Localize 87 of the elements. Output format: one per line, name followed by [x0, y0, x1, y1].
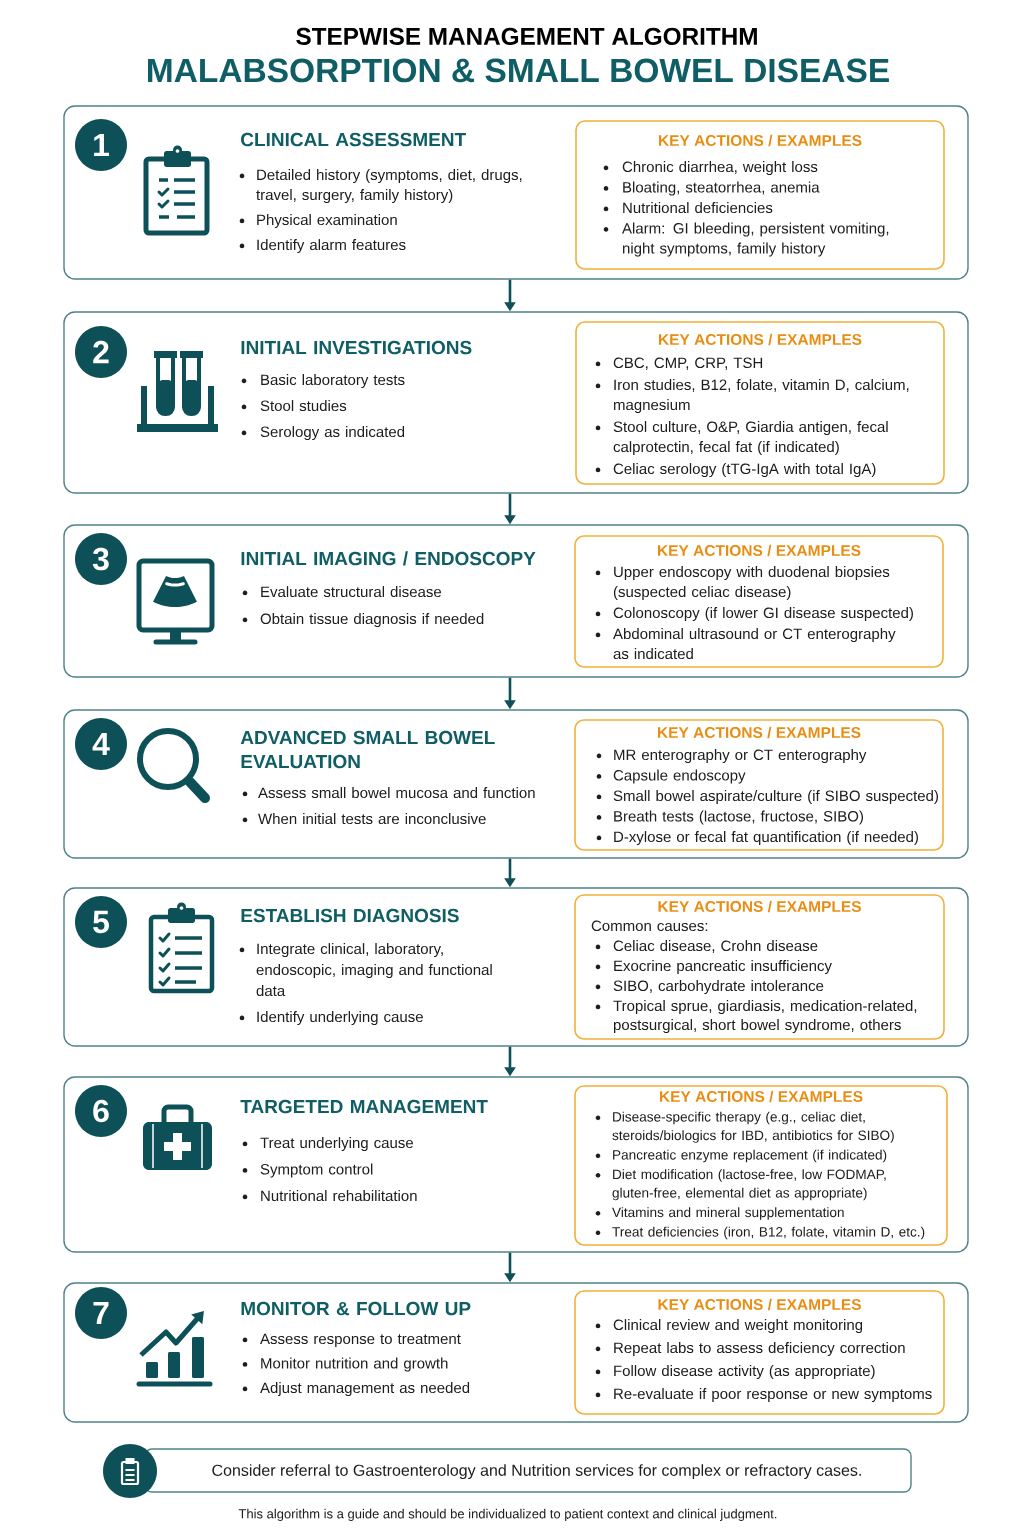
bullet-text: Repeat labs to assess deficiency correction	[614, 1342, 905, 1357]
step-heading: ADVANCED SMALL BOWEL EVALUATION	[240, 730, 495, 769]
bullet-text: Tropical sprue, giardiasis, medication-related, postsurgical, short bowel syndrome, others	[613, 1000, 917, 1034]
step-panel	[63, 311, 969, 494]
bullet-text: Colonoscopy (if lower GI disease suspected)	[613, 607, 913, 622]
bullet-text: Stool studies	[260, 400, 347, 412]
step-number: 5	[75, 896, 127, 948]
key-actions-panel	[575, 120, 945, 270]
step-panel	[63, 887, 969, 1047]
key-actions-panel	[574, 719, 944, 851]
step-heading: INITIAL IMAGING / ENDOSCOPY	[241, 551, 536, 566]
bullet-text: MR enterography or CT enterography	[614, 749, 867, 764]
step-heading: TARGETED MANAGEMENT	[240, 1099, 488, 1114]
bullet-text: Physical examination	[257, 214, 397, 229]
bullet-text: Upper endoscopy with duodenal biopsies (suspected celiac disease)	[613, 566, 890, 601]
intro-text: Common causes:	[591, 920, 708, 932]
note-box: Consider referral to Gastroenterology and Nutrition services for complex or refractory cases.	[144, 1448, 912, 1493]
bullet-text: Capsule endoscopy	[613, 769, 746, 784]
bullet-text: Follow disease activity (as appropriate)	[614, 1365, 875, 1380]
step-heading: INITIAL INVESTIGATIONS	[241, 340, 472, 355]
bullet-text: Assess small bowel mucosa and function	[258, 787, 535, 799]
step-number: 3	[75, 533, 127, 585]
bullet-text: Detailed history (symptoms, diet, drugs, travel, surgery, family history)	[256, 169, 522, 204]
bullet-text: Breath tests (lactose, fructose, SIBO)	[614, 810, 863, 825]
bullet-text: Basic laboratory tests	[261, 374, 405, 389]
bullet-text: Bloating, steatorrhea, anemia	[623, 181, 820, 196]
panel-heading: KEY ACTIONS / EXAMPLES	[658, 900, 861, 913]
bullet-text: Monitor nutrition and growth	[261, 1357, 448, 1372]
bullet-text: Symptom control	[260, 1163, 373, 1178]
step-number: 2	[75, 326, 127, 378]
key-actions-panel	[574, 1290, 945, 1415]
bullet-text: Clinical review and weight monitoring	[613, 1319, 863, 1334]
step-heading: MONITOR & FOLLOW UP	[241, 1301, 471, 1316]
bullet-text: Chronic diarrhea, weight loss	[622, 161, 818, 176]
panel-heading: KEY ACTIONS / EXAMPLES	[658, 726, 861, 739]
bullet-text: SIBO, carbohydrate intolerance	[613, 980, 824, 995]
bullet-text: D-xylose or fecal fat quantification (if needed)	[614, 831, 918, 846]
step-panel	[63, 105, 969, 280]
bullet-text: Identify underlying cause	[257, 1011, 423, 1026]
footnote: This algorithm is a guide and should be individualized to patient context and clinical judgment.	[238, 1508, 777, 1521]
bullet-text: Diet modification (lactose-free, low FODMAP, gluten-free, elemental diet as appropriate)	[612, 1169, 886, 1201]
bullet-text: Exocrine pancreatic insufficiency	[614, 960, 832, 975]
step-heading: ESTABLISH DIAGNOSIS	[241, 908, 459, 923]
bullet-text: Celiac serology (tTG-IgA with total IgA)	[613, 463, 876, 478]
bullet-text: Vitamins and mineral supplementation	[612, 1207, 844, 1220]
bullet-text: Obtain tissue diagnosis if needed	[260, 613, 484, 628]
bullet-text: Nutritional rehabilitation	[261, 1190, 417, 1202]
bullet-text: Disease-specific therapy (e.g., celiac diet, steroids/biologics for IBD, antibiotics for SIBO)	[612, 1111, 894, 1143]
step-heading: CLINICAL ASSESSMENT	[241, 132, 466, 147]
key-actions-panel	[574, 894, 945, 1040]
bullet-text: Treat deficiencies (iron, B12, folate, vitamin D, etc.)	[612, 1226, 925, 1240]
bullet-text: Treat underlying cause	[260, 1137, 413, 1152]
step-panel	[63, 524, 969, 678]
subtitle: STEPWISE MANAGEMENT ALGORITHM	[296, 27, 757, 45]
title: MALABSORPTION & SMALL BOWEL DISEASE	[148, 58, 889, 83]
bullet-text: Abdominal ultrasound or CT enterography as indicated	[613, 628, 896, 660]
key-actions-panel	[575, 321, 945, 485]
step-number: 4	[75, 718, 127, 770]
bullet-text: Identify alarm features	[257, 239, 406, 254]
panel-heading: KEY ACTIONS / EXAMPLES	[659, 333, 862, 346]
bullet-text: Assess response to treatment	[260, 1333, 461, 1348]
bullet-text: Serology as indicated	[260, 426, 405, 441]
step-number: 6	[75, 1085, 127, 1137]
bullet-text: Stool culture, O&P, Giardia antigen, fecal calprotectin, fecal fat (if indicated)	[613, 421, 888, 456]
step-panel	[63, 709, 969, 859]
key-actions-panel	[574, 1085, 948, 1246]
key-actions-panel	[574, 535, 944, 668]
bullet-text: When initial tests are inconclusive	[258, 813, 486, 825]
panel-heading: KEY ACTIONS / EXAMPLES	[660, 1090, 863, 1103]
panel-heading: KEY ACTIONS / EXAMPLES	[658, 1298, 861, 1311]
bullet-text: Iron studies, B12, folate, vitamin D, calcium, magnesium	[614, 379, 909, 414]
bullet-text: Nutritional deficiencies	[623, 202, 773, 214]
bullet-text: CBC, CMP, CRP, TSH	[613, 357, 763, 370]
bullet-text: Integrate clinical, laboratory, endoscopic, imaging and functional data	[256, 943, 492, 997]
bullet-text: Alarm: GI bleeding, persistent vomiting, night symptoms, family history	[622, 222, 889, 257]
step-panel	[63, 1076, 969, 1253]
bullet-text: Evaluate structural disease	[261, 586, 442, 598]
bullet-text: Small bowel aspirate/culture (if SIBO suspected)	[613, 790, 938, 805]
step-number: 1	[75, 119, 127, 171]
panel-heading: KEY ACTIONS / EXAMPLES	[658, 544, 861, 557]
bullet-text: Re-evaluate if poor response or new symptoms	[614, 1388, 932, 1403]
bullet-text: Pancreatic enzyme replacement (if indicated)	[613, 1149, 887, 1163]
bullet-text: Celiac disease, Crohn disease	[613, 940, 818, 953]
bullet-text: Adjust management as needed	[260, 1382, 470, 1397]
panel-heading: KEY ACTIONS / EXAMPLES	[659, 134, 862, 147]
step-number: 7	[75, 1287, 127, 1339]
step-panel	[63, 1282, 969, 1423]
